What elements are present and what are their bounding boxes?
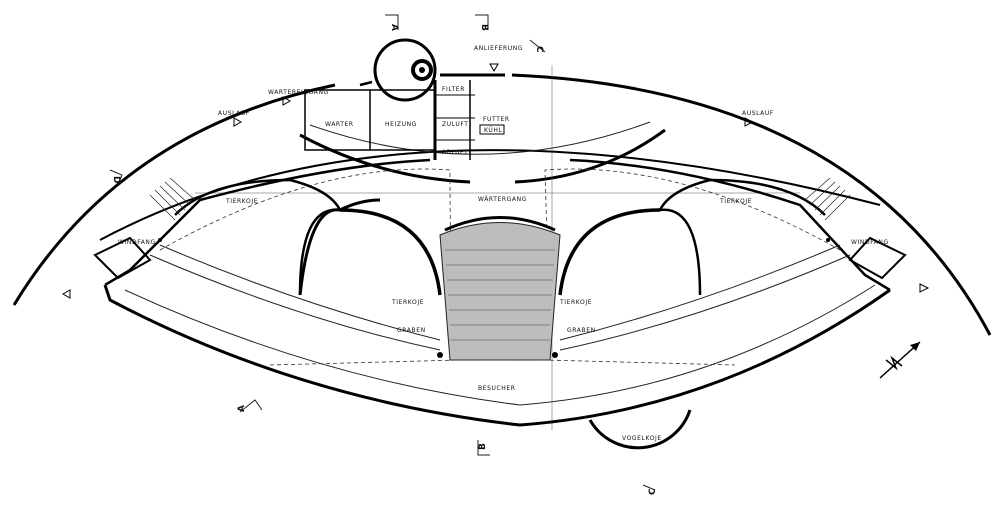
label-zuluft: ZULUFT	[442, 121, 469, 128]
label-tierkoje-left: TIERKOJE	[225, 198, 258, 205]
label-windfang-left: WINDFANG	[118, 239, 156, 246]
visitor-wall-inner	[124, 284, 876, 406]
label-tierkoje-center-left: TIERKOJE	[391, 299, 424, 306]
stairs-left	[149, 177, 196, 221]
service-block-curve-right	[514, 128, 666, 184]
graben-left-line-2	[159, 244, 441, 341]
label-graben-left: GRABEN	[397, 327, 426, 334]
entry-triangle-left	[61, 289, 71, 299]
graben-right-line-2	[559, 244, 841, 341]
label-warter: WARTER	[325, 121, 354, 128]
label-tierkoje-right: TIERKOJE	[719, 198, 752, 205]
marker-a-top: A	[389, 24, 399, 31]
label-anlieferung: ANLIEFERUNG	[474, 45, 523, 52]
post-left	[437, 352, 443, 358]
label-besucher: BESUCHER	[478, 385, 516, 392]
central-arch	[444, 216, 556, 232]
chimney-spiral	[411, 59, 433, 81]
tierkoje-center-left-arc	[298, 198, 381, 296]
entry-triangle-auslauf-right	[744, 117, 754, 127]
enclosure-wall-left	[104, 158, 431, 287]
label-auslauf-left: AUSLAUF	[218, 110, 250, 117]
dashed-path-right	[544, 168, 841, 356]
label-auslauf-right: AUSLAUF	[742, 110, 774, 117]
windfang-right	[848, 236, 907, 280]
graben-hatch	[439, 222, 561, 361]
tierkoje-left	[174, 178, 343, 296]
chimney-core	[419, 67, 425, 73]
section-marker-c-bottom	[642, 484, 656, 491]
label-abluft: ABLUFT	[442, 149, 468, 156]
label-vogelkoje: VOGELKOJE	[622, 435, 662, 442]
futter-box	[479, 124, 505, 135]
section-marker-a-top	[385, 14, 399, 30]
section-marker-b-bottom	[477, 440, 490, 456]
graben-left-line	[149, 254, 441, 351]
service-inner-curve	[309, 121, 651, 155]
entry-triangle-anlieferung	[489, 63, 499, 73]
marker-a-bottom: A	[237, 405, 247, 412]
section-marker-b-top	[475, 14, 489, 30]
post-left-2	[158, 238, 162, 242]
marker-c-top: C	[534, 46, 544, 53]
outer-roof-arc-top	[359, 80, 373, 87]
enclosure-wall-right	[569, 158, 891, 292]
tierkoje-right-arc	[558, 208, 661, 296]
post-right-2	[826, 238, 830, 242]
entry-triangle-auslauf-left	[233, 117, 243, 127]
graben-hatch-lines	[445, 249, 555, 341]
service-block-curve	[299, 133, 471, 184]
label-wartereingang: WARTEREINGANG	[268, 89, 329, 96]
entry-triangle-warter	[282, 96, 292, 106]
visitor-wall	[103, 284, 891, 427]
stairs-right	[804, 177, 851, 221]
outer-roof-arc-right	[511, 73, 992, 336]
section-marker-c-top	[529, 39, 546, 53]
marker-d-left: D	[111, 176, 121, 183]
marker-c-bottom: C	[648, 488, 658, 495]
inner-top-curve	[99, 149, 881, 241]
visitor-dashed	[269, 359, 736, 366]
north-arrow-icon	[879, 341, 921, 379]
entry-triangle-right	[919, 283, 930, 293]
label-heizung: HEIZUNG	[385, 121, 417, 128]
outer-roof-arc	[12, 83, 336, 306]
label-wartergang: WÄRTERGANG	[478, 196, 527, 203]
section-marker-d-left	[109, 169, 123, 186]
label-filter: FILTER	[442, 86, 465, 93]
label-tierkoje-center-right: TIERKOJE	[559, 299, 592, 306]
post-right	[552, 352, 558, 358]
vogelkoje	[588, 409, 692, 450]
label-windfang-right: WINDFANG	[851, 239, 889, 246]
tierkoje-left-arc	[339, 208, 442, 296]
label-futter-box: KÜHL	[484, 127, 502, 134]
marker-b-top: B	[479, 24, 489, 31]
chimney-circle	[373, 38, 437, 102]
marker-b-bottom: B	[478, 443, 488, 450]
section-marker-a-bottom	[239, 399, 263, 413]
windfang-left	[93, 236, 152, 280]
tierkoje-right	[657, 178, 826, 296]
label-graben-right: GRABEN	[567, 327, 596, 334]
label-futter: FUTTER	[483, 116, 510, 123]
graben-right-line	[559, 254, 851, 351]
